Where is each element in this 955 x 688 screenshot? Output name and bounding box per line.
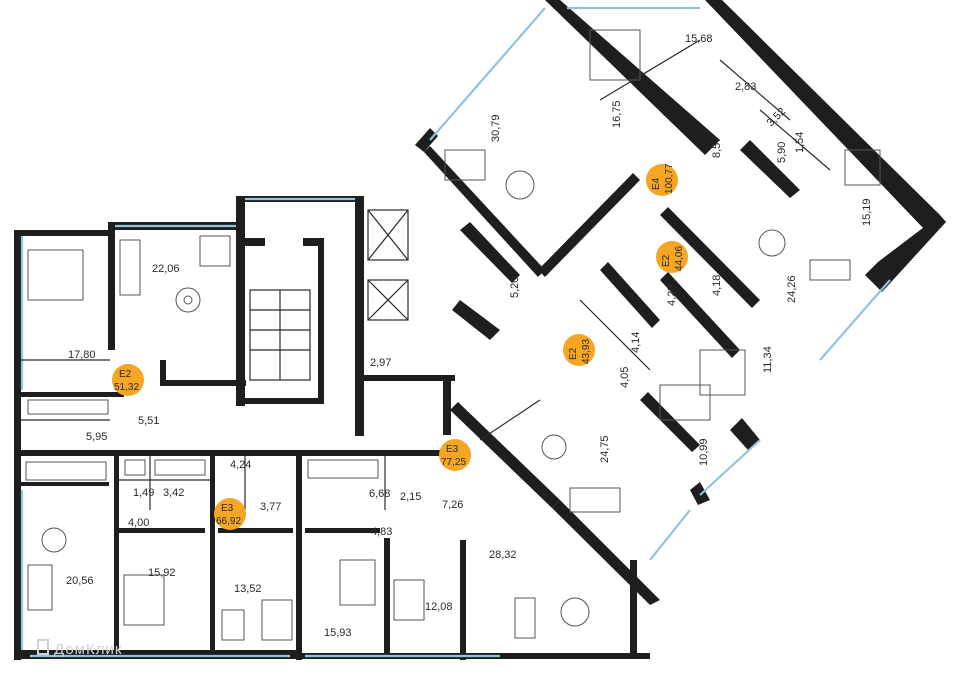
room-area-1-49: 1,49 bbox=[133, 487, 154, 499]
room-area-2-83: 2,83 bbox=[735, 81, 756, 93]
room-area-15-93: 15,93 bbox=[324, 627, 352, 639]
room-area-24-26: 24,26 bbox=[786, 275, 798, 303]
apartment-type: Е2 bbox=[119, 369, 132, 380]
room-area-4-00: 4,00 bbox=[128, 517, 149, 529]
apartment-type: Е3 bbox=[221, 503, 234, 514]
room-area-4-05: 4,05 bbox=[619, 367, 631, 388]
watermark-text: ДомКлик bbox=[54, 641, 122, 658]
room-area-4-18: 4,18 bbox=[711, 275, 723, 296]
watermark: ДомКлик bbox=[37, 639, 122, 658]
apartment-badge-e3-b: Е3 66,92 bbox=[214, 498, 246, 530]
furniture bbox=[25, 29, 881, 641]
room-area-1-54: 1,54 bbox=[794, 132, 806, 153]
room-area-22-06: 22,06 bbox=[152, 263, 180, 275]
room-area-3-52: 3,52 bbox=[765, 106, 789, 130]
apartment-badge-e2-c: Е2 51,32 bbox=[112, 364, 144, 396]
room-area-4-83: 4,83 bbox=[371, 526, 392, 538]
room-area-15-68: 15,68 bbox=[685, 33, 713, 45]
room-area-28-32: 28,32 bbox=[489, 549, 517, 561]
room-area-15-92: 15,92 bbox=[148, 567, 176, 579]
apartment-type: Е3 bbox=[446, 444, 459, 455]
watermark-logo-icon bbox=[37, 639, 49, 655]
apartment-type: Е2 bbox=[661, 254, 672, 267]
room-area-8-57: 8,57 bbox=[711, 137, 723, 158]
apartment-area: 51,32 bbox=[114, 382, 139, 393]
windows bbox=[20, 6, 891, 658]
room-area-15-19: 15,19 bbox=[861, 198, 873, 226]
room-area-10-99: 10,99 bbox=[698, 438, 710, 466]
apartment-badge-e2-a: Е2 44,06 bbox=[656, 241, 688, 273]
room-area-4-14: 4,14 bbox=[630, 332, 642, 353]
room-area-5-95: 5,95 bbox=[86, 431, 107, 443]
room-area-3-77: 3,77 bbox=[260, 501, 281, 513]
room-area-11-34: 11,34 bbox=[762, 346, 774, 373]
room-area-13-52: 13,52 bbox=[234, 583, 262, 595]
room-area-6-68: 6,68 bbox=[369, 488, 390, 500]
room-area-30-79: 30,79 bbox=[490, 114, 502, 142]
walls-diagonal bbox=[415, 0, 946, 605]
apartment-type: Е4 bbox=[651, 177, 662, 190]
apartment-badge-e2-b: Е2 43,93 bbox=[563, 334, 595, 366]
room-area-2-15: 2,15 bbox=[400, 491, 421, 503]
apartment-area: 43,93 bbox=[581, 339, 592, 364]
apartment-area: 100,77 bbox=[664, 163, 675, 194]
room-area-4-24: 4,24 bbox=[230, 459, 251, 471]
apartment-badges: Е4 100,77 Е2 44,06 Е2 43,93 Е2 51,32 Е3 … bbox=[112, 163, 688, 530]
partitions bbox=[21, 39, 831, 510]
apartment-area: 77,25 bbox=[441, 457, 466, 468]
room-area-24-75: 24,75 bbox=[599, 435, 611, 463]
apartment-area: 44,06 bbox=[674, 246, 685, 271]
apartment-type: Е2 bbox=[568, 347, 579, 360]
room-labels: 30,79 16,75 15,68 2,83 3,52 5,90 1,54 8,… bbox=[66, 33, 873, 639]
apartment-badge-e3-a: Е3 77,25 bbox=[439, 439, 471, 471]
room-area-5-51: 5,51 bbox=[138, 415, 159, 427]
apartment-badge-e4: Е4 100,77 bbox=[646, 163, 678, 196]
room-area-3-42: 3,42 bbox=[163, 487, 184, 499]
room-area-5-90: 5,90 bbox=[776, 142, 788, 163]
room-area-20-56: 20,56 bbox=[66, 575, 94, 587]
apartment-area: 66,92 bbox=[216, 516, 241, 527]
room-area-17-80: 17,80 bbox=[68, 349, 96, 361]
room-area-5-20: 5,20 bbox=[509, 277, 521, 298]
room-area-12-08: 12,08 bbox=[425, 601, 453, 613]
room-area-2-97: 2,97 bbox=[370, 357, 391, 369]
room-area-16-75: 16,75 bbox=[611, 100, 623, 128]
room-area-4-28: 4,28 bbox=[666, 285, 678, 306]
room-area-7-26: 7,26 bbox=[442, 499, 463, 511]
